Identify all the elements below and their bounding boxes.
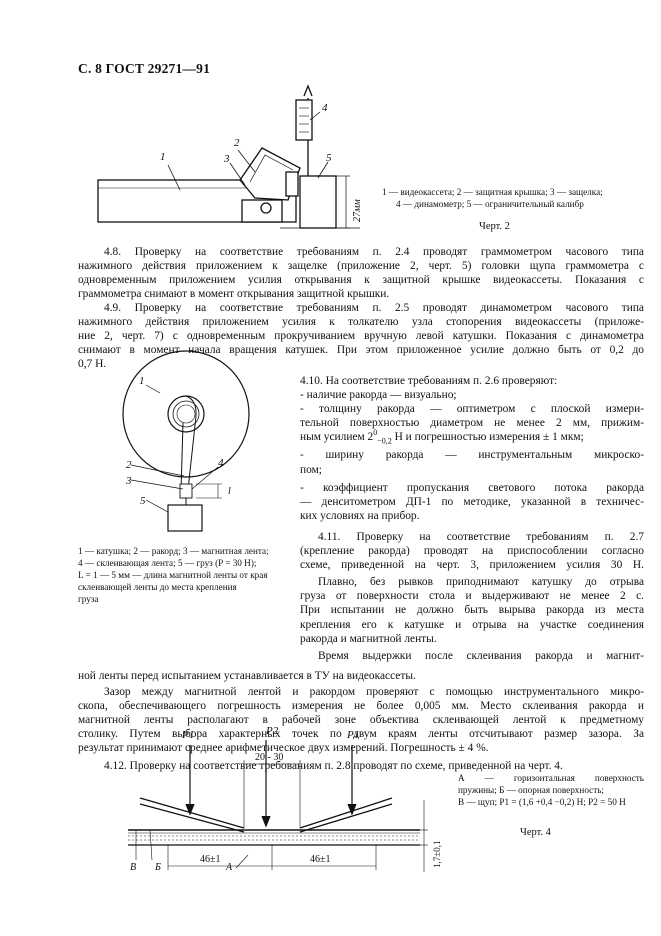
text-line: — денситометром ДП-1 по методике, указан… [300,495,644,508]
fig2-caption: 1 — видеокассета; 2 — защитная крышка; 3… [382,186,622,210]
fig4-label-height: 1,7±0,1 [432,841,442,868]
text-line: пом; [300,463,322,476]
figure-3-drawing: 1 2 3 4 5 l [122,350,250,532]
paragraph-4-8: 4.8. Проверку на соответствие требования… [78,245,644,301]
fig4-label-a: A [225,862,233,873]
text-line: крепления его к катушке и отрыва на учас… [300,618,644,631]
text-line: 4.8. Проверку на соответствие требования… [104,246,644,258]
fig4-label-p1: P1 [181,729,194,741]
fig3-caption: 1 — катушка; 2 — ракорд; 3 — магнитная л… [78,545,284,605]
fig3-caption-line: склеивающей ленты до места крепления [78,582,237,592]
text-line: Время выдержки после склеивания ракорда … [318,649,644,662]
text-line: схеме, приведенной на черт. 3, приложени… [300,559,644,572]
text-line: одновременным приложением усилия открыва… [78,274,644,287]
text-line: ным усилием 20−0,2 Н и погрешностью изме… [300,428,644,446]
fig3-label-3: 3 [125,475,132,487]
fig4-caption-line: А — горизонтальная поверхность [458,773,644,783]
fig3-label-l: l [228,486,231,497]
fig2-caption-line: 4 — динамометр; 5 — ограничительный кали… [396,199,584,209]
fig4-caption-line: пружины; Б — опорная поверхность; [458,785,604,795]
text-line: ракорда и магнитной ленты. [300,632,437,645]
text-line: ние 2, черт. 7) с одновременным прокручи… [78,330,644,343]
text-line: - наличие ракорда — визуально; [300,389,457,402]
paragraph-gap: Зазор между магнитной лентой и ракордом … [78,685,644,755]
text-line-full: ной ленты перед испытанием устанавливает… [78,670,416,682]
text-line: 4.10. На соответствие требованиям п. 2.6… [300,375,558,387]
fig2-dimension: 27мм [352,199,363,222]
superscript-zero: 0 [373,428,378,438]
text-line: скопа, обеспечивающего погрешность измер… [78,700,644,713]
figure-2-drawing: 1 2 3 4 5 27мм [97,84,363,229]
fig4-caption: А — горизонтальная поверхность пружины; … [458,772,644,808]
page-header: С. 8 ГОСТ 29271—91 [78,61,211,76]
subscript-minus: −0,2 [377,436,392,446]
fig4-label-p2: P2 [265,725,279,737]
paragraph-4-11: 4.11. Проверку на соответствие требовани… [300,530,644,663]
text-line: граммометра снимают в момент открывания … [78,288,390,301]
text-line: тельной поверхностью диаметром не менее … [300,417,644,430]
fig2-label-3: 3 [223,153,230,165]
text-line: столику. Путем выбора характерных точек … [78,728,644,741]
text-line: груза от поверхности стола и выдерживают… [300,590,644,603]
text-line: результат принимают среднее арифметическ… [78,742,489,755]
fig4-label-v: В [130,862,136,873]
text-line: магнитной ленты располагают в рабочей зо… [78,714,644,727]
fig3-caption-line: груза [78,594,99,604]
fig4-label-gap: 20 - 30 [255,752,283,763]
fig4-title: Черт. 4 [520,827,551,838]
fig4-label-left: 46±1 [200,854,221,865]
text-line: нажимного действия приложением усилия к … [78,316,644,329]
fig2-label-2: 2 [234,137,240,149]
text-line: 0,7 Н. [78,358,107,371]
text-line: нажимного действия приложением к защелке… [78,260,644,273]
text-line: При испытании не должно быть вырыва рако… [300,604,644,617]
fig3-caption-line: L = 1 — 5 мм — длина магнитной ленты от … [78,570,268,580]
fig2-caption-line: 1 — видеокассета; 2 — защитная крышка; 3… [382,187,603,197]
text-line: - ширину ракорда — инструментальным микр… [300,449,644,462]
fig2-label-5: 5 [326,152,332,164]
text-line: 4.9. Проверку на соответствие требования… [104,302,644,314]
text-line: ких условиях на прибор. [300,509,420,522]
fig2-label-1: 1 [160,151,166,163]
fig4-label-p1-right: P1 [346,729,359,741]
fig3-label-4: 4 [218,457,224,469]
text-fragment: ным усилием 2 [300,431,374,444]
text-line: - коэффициент пропускания светового пото… [300,481,644,494]
fig3-label-5: 5 [140,495,146,507]
text-line: - толщину ракорда — оптиметром с плоской… [300,403,644,416]
fig3-caption-line: 1 — катушка; 2 — ракорд; 3 — магнитная л… [78,546,269,556]
fig4-caption-line: В — щуп; P1 = (1,6 +0,4 −0,2) Н; P2 = 50… [458,797,626,807]
fig4-label-b: Б [154,862,161,873]
fig3-label-1: 1 [139,375,145,387]
fig4-label-right: 46±1 [310,854,331,865]
fig3-label-2: 2 [126,459,132,471]
text-line: 4.11. Проверку на соответствие требовани… [318,531,644,543]
text-line: снимают в момент начала вращения катушек… [78,344,644,357]
fig2-title: Черт. 2 [479,221,510,232]
paragraph-4-9: 4.9. Проверку на соответствие требования… [78,301,644,371]
paragraph-4-12: 4.12. Проверку на соответствие требовани… [104,760,563,772]
text-fragment: Н и погрешностью измерения ± 1 мкм; [391,431,584,444]
text-line: Плавно, без рывков приподнимают катушку … [318,576,644,589]
fig2-label-4: 4 [322,102,328,114]
text-line: (крепление ракорда) проводят на приспосо… [300,545,644,558]
fig3-caption-line: 4 — склеивающая лента; 5 — груз (P = 30 … [78,558,257,568]
paragraph-4-10: 4.10. На соответствие требованиям п. 2.6… [300,374,644,523]
text-line: Зазор между магнитной лентой и ракордом … [104,686,644,698]
